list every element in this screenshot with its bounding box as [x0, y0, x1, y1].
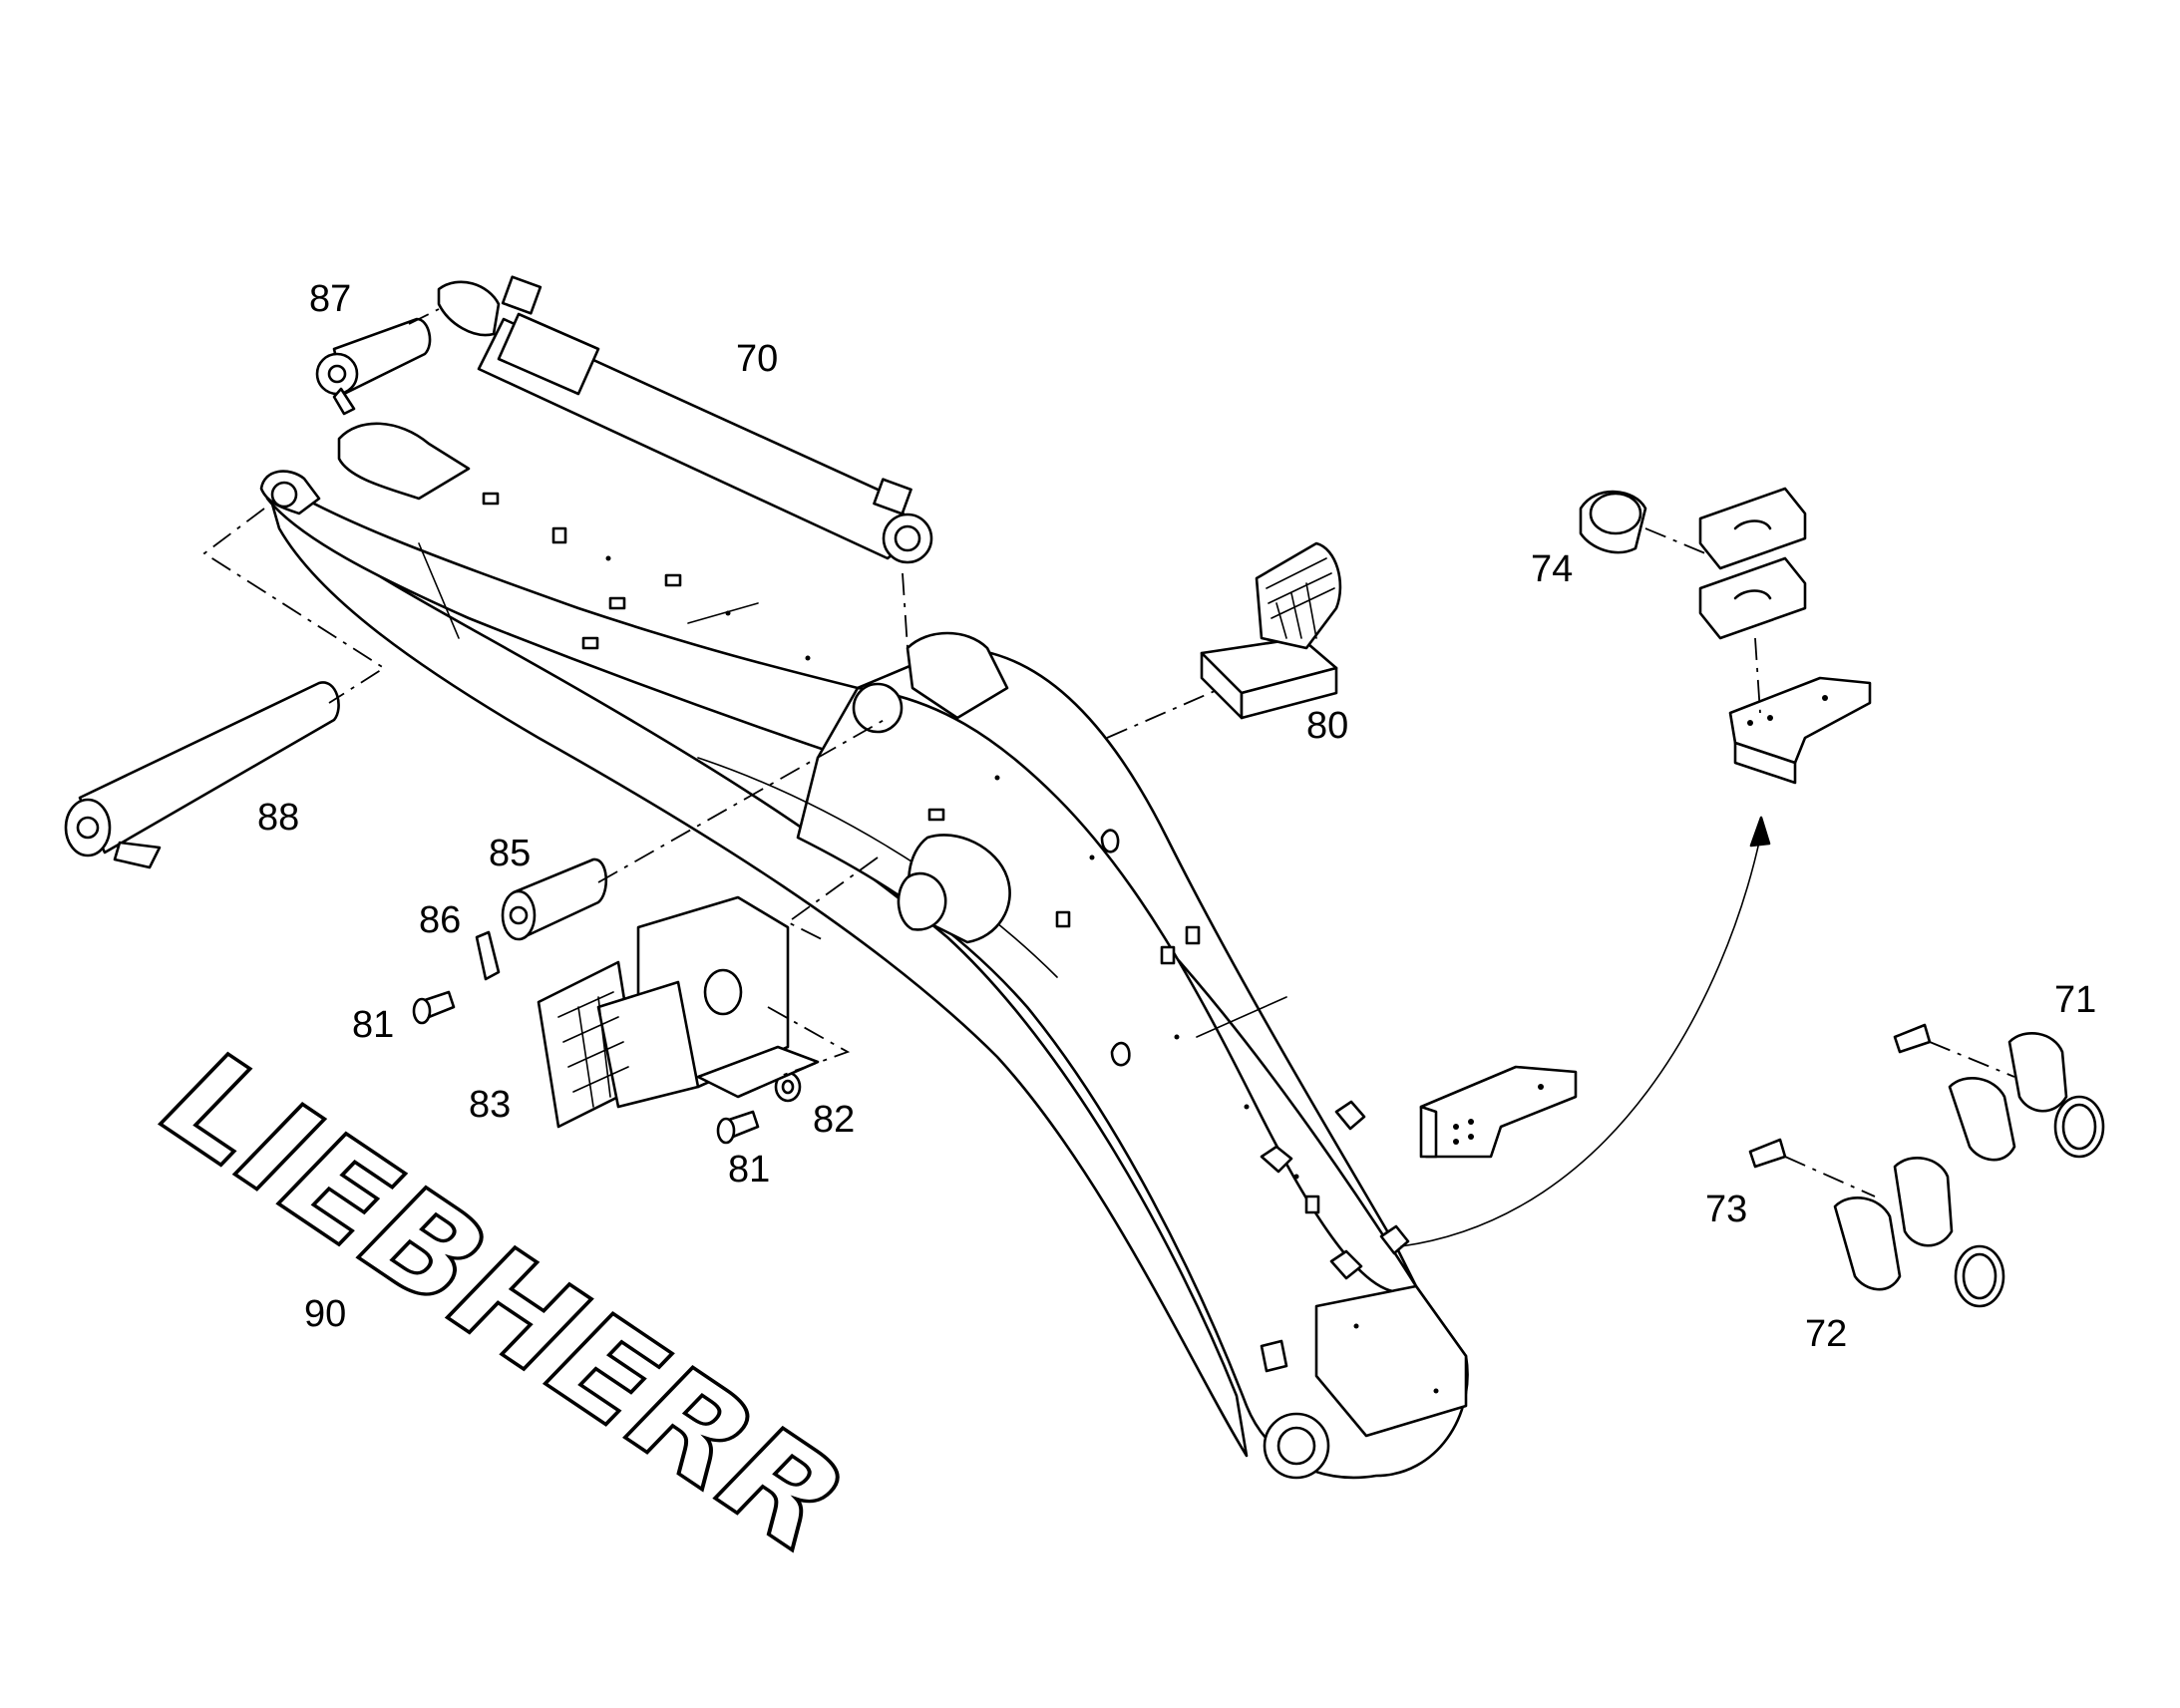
callout-74: 74 — [1531, 548, 1573, 590]
boom-knuckle — [906, 631, 1009, 720]
pin-87 — [315, 317, 432, 416]
leader-lines — [202, 308, 2015, 1247]
bushing-85 — [501, 857, 608, 941]
washer-82 — [774, 1071, 802, 1103]
boom-top-plate — [265, 475, 1418, 1288]
callout-71: 71 — [2054, 979, 2096, 1021]
pin-88 — [64, 681, 340, 869]
arrow-head — [1749, 816, 1771, 848]
callout-72: 72 — [1805, 1313, 1847, 1355]
callout-88: 88 — [257, 797, 299, 839]
callout-labels: 70 87 74 80 88 85 86 81 83 82 81 90 71 7… — [257, 278, 2096, 1355]
mounting-plate — [1728, 676, 1872, 785]
detail-arrow — [1400, 837, 1761, 1247]
boom-tip-upper — [337, 422, 471, 501]
callout-82: 82 — [813, 1099, 855, 1141]
callout-80: 80 — [1306, 705, 1348, 747]
callout-90: 90 — [304, 1293, 346, 1335]
callout-85: 85 — [489, 833, 531, 874]
clamp-74 — [1579, 487, 1807, 640]
callout-81-lower: 81 — [728, 1149, 770, 1191]
step-80 — [1200, 541, 1342, 720]
callout-70: 70 — [736, 338, 778, 380]
boom-assembly — [259, 422, 1469, 1480]
side-bracket — [1419, 1065, 1578, 1159]
callout-73: 73 — [1705, 1189, 1747, 1230]
flange-71 — [1893, 1023, 2105, 1162]
callout-87: 87 — [309, 278, 351, 320]
boom-surface-details — [482, 492, 1439, 1394]
boom-lower-flange — [265, 485, 1249, 1458]
callout-81-upper: 81 — [352, 1004, 394, 1046]
lock-plate-86 — [475, 930, 501, 981]
work-light-83 — [537, 895, 820, 1129]
bolt-81-upper — [412, 990, 456, 1025]
hydraulic-cylinder — [437, 275, 933, 564]
bolt-81-lower — [716, 1110, 760, 1145]
flange-72 — [1748, 1138, 2005, 1308]
callout-83: 83 — [469, 1084, 511, 1126]
callout-86: 86 — [419, 899, 461, 941]
